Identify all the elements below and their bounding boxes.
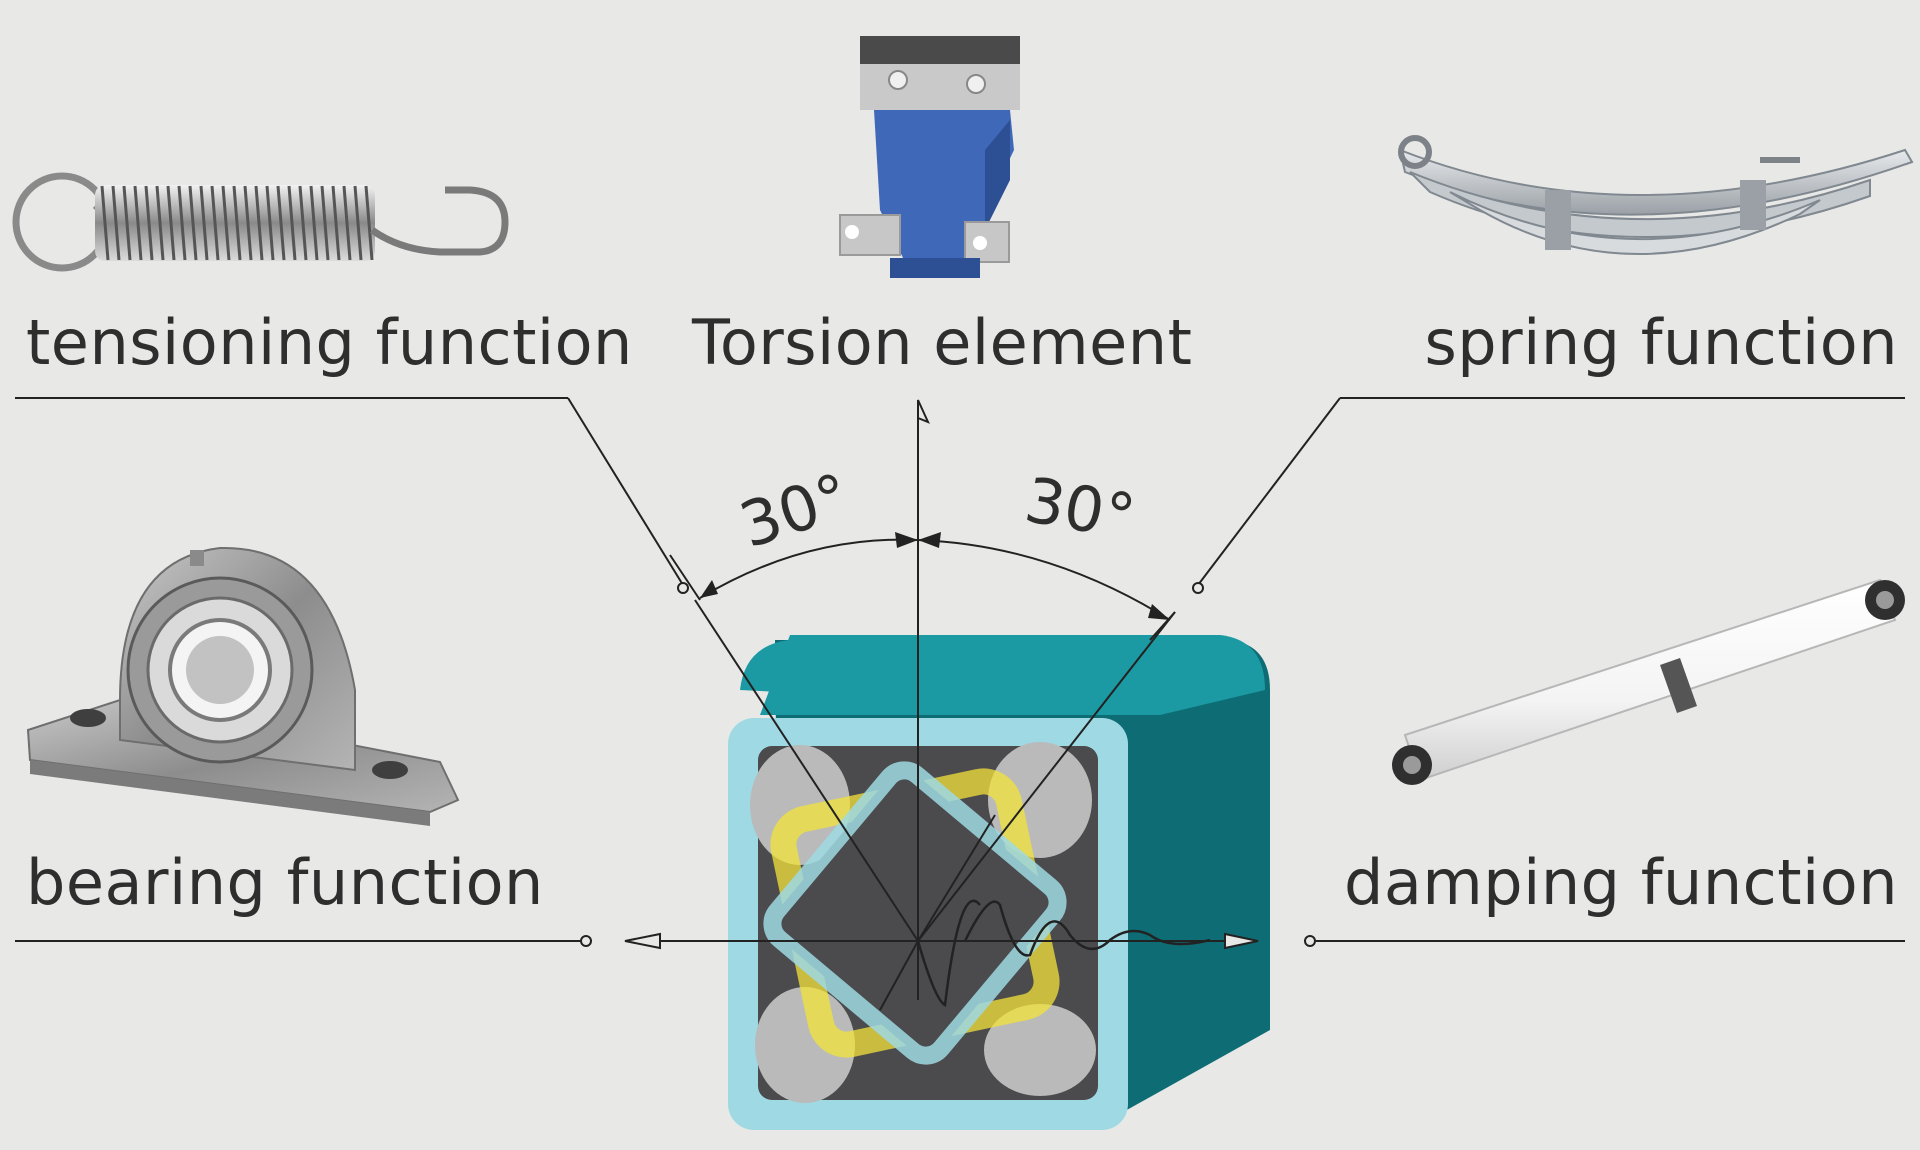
spring-coil [287,185,297,261]
label-torsion-element: Torsion element [692,306,1193,379]
label-damping-function: damping function [1344,846,1898,919]
shock-absorber-icon [1392,578,1905,785]
spring-coil [265,185,275,261]
angle-ray-right [917,611,1176,942]
label-spring-function: spring function [1424,306,1898,379]
axis-arrowheads [624,399,1259,950]
spring-coil [100,185,110,261]
leaf-spring-icon [1398,135,1914,255]
label-bearing-function: bearing function [26,846,544,919]
spring-coil [221,185,231,261]
spring-coil [232,185,242,261]
spring-coil [364,185,374,261]
torsion-bracket-icon [839,36,1020,278]
spring-coil [122,185,132,261]
arc-arrowheads [700,532,1170,620]
spring-coil [111,185,121,261]
spring-coil [353,185,363,261]
angle-label-right: 30° [1019,463,1141,554]
extension-spring-icon [12,172,509,272]
spring-coil [210,185,220,261]
spring-coil [331,185,341,261]
spring-coil [199,185,209,261]
pillow-block-bearing-icon [26,546,460,826]
angle-arc-right [917,539,1171,621]
spring-coil [320,185,330,261]
spring-coil [309,185,319,261]
angle-arc-left [699,538,919,599]
rubber-insert [984,1004,1096,1096]
spring-coil [166,185,176,261]
leader-lines [15,397,1905,1011]
spring-coil [254,185,264,261]
spring-coil [342,185,352,261]
spring-coil [177,185,187,261]
label-tensioning-function: tensioning function [26,306,633,379]
spring-coil [188,185,198,261]
spring-coil [133,185,143,261]
spring-coil [276,185,286,261]
spring-coil [155,185,165,261]
spring-coil [298,185,308,261]
spring-coil [243,185,253,261]
leader-endpoints [580,582,1316,947]
rubber-torsion-element [728,635,1270,1130]
inner-square-rotated [763,761,1067,1065]
spring-coil [144,185,154,261]
angle-ray-left [694,599,919,942]
oscillation-curve [963,900,1211,957]
